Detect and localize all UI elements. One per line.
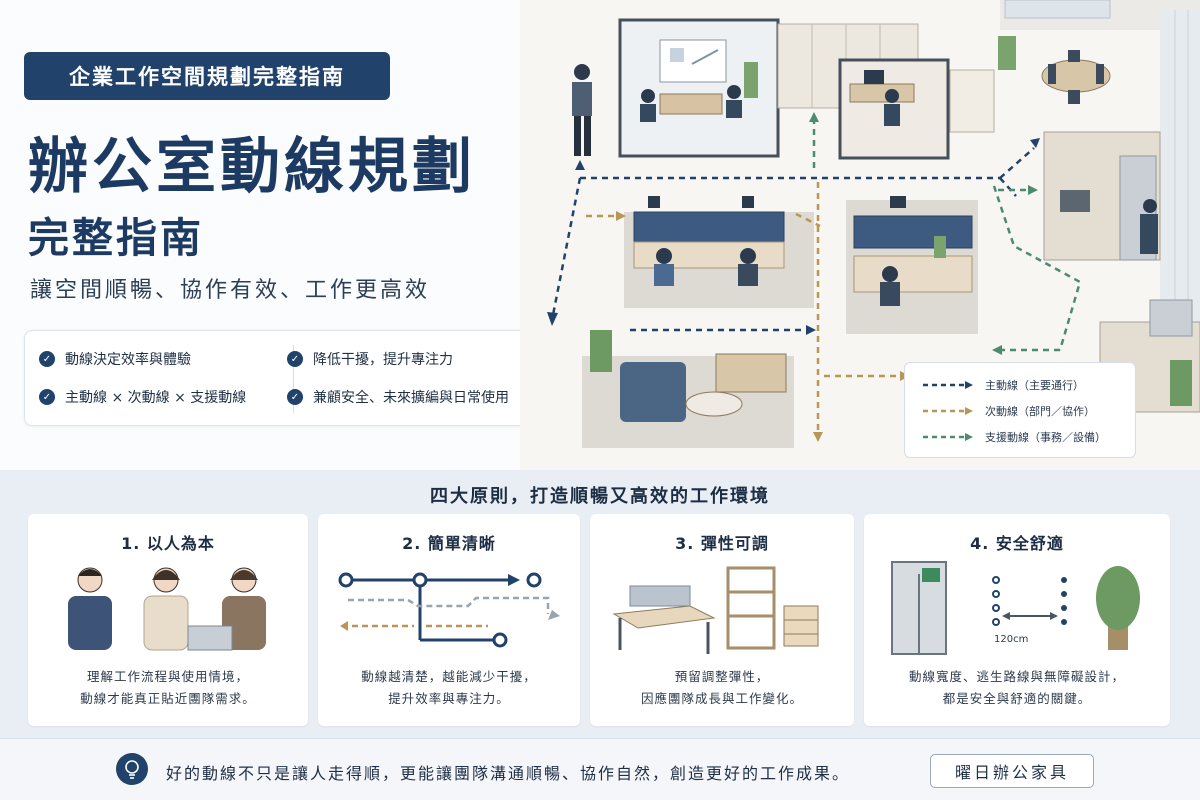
check-icon: ✓: [39, 389, 55, 405]
desc-line: 動線寬度、逃生路線與無障礙設計，: [908, 669, 1125, 684]
page-title: 辦公室動線規劃: [28, 132, 476, 202]
check-icon: ✓: [39, 351, 55, 367]
team-discussion-illustration: [68, 567, 266, 651]
card-title: 1. 以人為本: [121, 534, 215, 553]
key-points-panel: ✓ 動線決定效率與體驗 ✓ 主動線 × 次動線 × 支援動線 ✓ 降低干擾，提升…: [24, 330, 540, 426]
page-subtitle: 完整指南: [28, 214, 204, 262]
legend-label: 主動線（主要通行）: [985, 379, 1084, 392]
legend-label: 次動線（部門／協作）: [985, 405, 1095, 418]
check-icon: ✓: [287, 351, 303, 367]
desc-line: 動線才能真正貼近團隊需求。: [80, 691, 256, 706]
secondary-route-line-icon: [923, 407, 973, 415]
principle-card-safety: 4. 安全舒適 120cm 動線寬度、逃生路線與無障礙設計， 都是安全與舒適的關鍵…: [864, 514, 1170, 726]
desc-line: 都是安全與舒適的關鍵。: [942, 691, 1092, 706]
footer-message: 好的動線不只是讓人走得順，更能讓團隊溝通順暢、協作自然，創造更好的工作成果。: [166, 764, 851, 783]
card-description: 理解工作流程與使用情境， 動線才能真正貼近團隊需求。: [28, 666, 308, 710]
card-description: 動線寬度、逃生路線與無障礙設計， 都是安全與舒適的關鍵。: [864, 666, 1170, 710]
key-point: ✓ 降低干擾，提升專注力: [287, 349, 453, 369]
route-diagram-illustration: [338, 572, 560, 648]
card-title: 4. 安全舒適: [970, 534, 1064, 553]
check-icon: ✓: [287, 389, 303, 405]
key-point: ✓ 兼顧安全、未來擴編與日常使用: [287, 387, 509, 407]
legend-item-secondary: 次動線（部門／協作）: [923, 403, 1095, 419]
desc-line: 預留調整彈性，: [674, 669, 770, 684]
flexible-furniture-illustration: [612, 566, 819, 654]
key-point: ✓ 動線決定效率與體驗: [39, 349, 191, 369]
lightbulb-icon: [116, 753, 148, 785]
desc-line: 理解工作流程與使用情境，: [86, 669, 249, 684]
key-point-label: 兼顧安全、未來擴編與日常使用: [313, 390, 509, 406]
desc-line: 動線越清楚，越能減少干擾，: [361, 669, 537, 684]
card-title: 2. 簡單清晰: [402, 534, 496, 553]
card-description: 預留調整彈性， 因應團隊成長與工作變化。: [590, 666, 854, 710]
legend-item-support: 支援動線（事務／設備）: [923, 429, 1106, 445]
tagline: 讓空間順暢、協作有效、工作更高效: [30, 278, 431, 303]
legend-item-main: 主動線（主要通行）: [923, 377, 1084, 393]
principle-card-clarity: 2. 簡單清晰 動線越清楚，越能減少干擾， 提升效率與專注力。: [318, 514, 580, 726]
principle-card-flexibility: 3. 彈性可調 預留調整彈性， 因應團隊成長與工作變化。: [590, 514, 854, 726]
desc-line: 提升效率與專注力。: [388, 691, 510, 706]
key-point-label: 降低干擾，提升專注力: [313, 352, 453, 368]
key-point-label: 主動線 × 次動線 × 支援動線: [65, 390, 247, 406]
points-divider: [293, 345, 294, 413]
brand-button[interactable]: 曜日辦公家具: [930, 754, 1094, 788]
key-point: ✓ 主動線 × 次動線 × 支援動線: [39, 387, 246, 407]
principles-heading: 四大原則，打造順暢又高效的工作環境: [430, 486, 770, 507]
card-description: 動線越清楚，越能減少干擾， 提升效率與專注力。: [318, 666, 580, 710]
principle-card-people: 1. 以人為本 理解工作流程與使用情境， 動線才能真正貼近團隊需求。: [28, 514, 308, 726]
main-route-line-icon: [923, 381, 973, 389]
legend-label: 支援動線（事務／設備）: [985, 431, 1106, 444]
safe-passage-illustration: [891, 561, 1140, 655]
passage-width-label: 120cm: [994, 634, 1029, 645]
desc-line: 因應團隊成長與工作變化。: [640, 691, 803, 706]
card-title: 3. 彈性可調: [675, 534, 769, 553]
support-route-line-icon: [923, 433, 973, 441]
guide-badge: 企業工作空間規劃完整指南: [24, 52, 390, 100]
key-point-label: 動線決定效率與體驗: [65, 352, 191, 368]
circulation-legend: 主動線（主要通行） 次動線（部門／協作） 支援動線（事務／設備）: [904, 362, 1136, 458]
